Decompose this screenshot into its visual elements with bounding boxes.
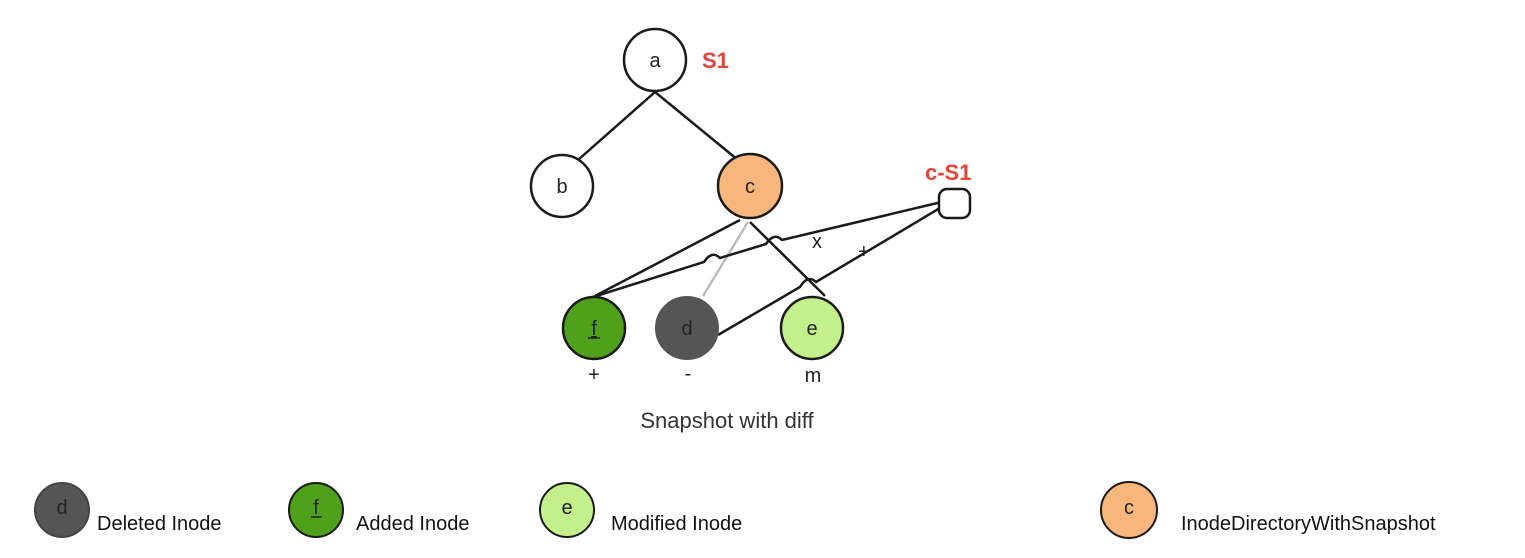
tree-edges [577,91,826,298]
diagram-caption: Snapshot with diff [640,408,814,433]
node-b: b [529,153,595,219]
node-c: c [716,152,784,220]
legend: d Deleted Inode f Added Inode e Modified… [34,481,1436,539]
node-mark-f: + [588,364,600,386]
diff-link-d [717,200,951,337]
legend-swatch-modified [539,482,595,538]
legend-label-added: Added Inode [356,513,469,535]
legend-symbol-modified: e [561,497,572,519]
legend-swatch-directory-with-snapshot [1100,481,1158,539]
node-a-label: a [649,50,661,72]
node-d-label: d [681,318,692,340]
edge-mark-added: + [858,241,870,263]
node-e-label: e [806,318,817,340]
snapshot-diff-links [589,198,951,337]
node-c-label: c [745,176,755,198]
node-f: f [561,295,627,361]
edge-c-f [594,218,741,298]
edge-c-d-removed [701,221,750,297]
legend-symbol-directory-with-snapshot: c [1124,497,1134,519]
legend-item-directory-with-snapshot: c InodeDirectoryWithSnapshot [1100,481,1436,539]
node-mark-d: - [685,363,692,385]
diff-link-f [589,198,951,300]
legend-swatch-deleted [34,482,90,538]
legend-item-added: f Added Inode [288,482,469,538]
node-mark-e: m [805,365,822,387]
legend-item-modified: e Modified Inode [539,482,742,538]
edge-mark-removed: x [812,231,822,253]
legend-label-modified: Modified Inode [611,513,742,535]
node-d: d [655,296,719,360]
legend-label-deleted: Deleted Inode [97,513,222,535]
node-a: a [622,27,688,93]
edge-a-b [577,91,656,161]
legend-symbol-deleted: d [56,497,67,519]
snapshot-node-label: c-S1 [925,160,971,185]
snapshot-node [937,187,972,220]
legend-item-deleted: d Deleted Inode [34,482,222,538]
legend-swatch-added [288,482,344,538]
legend-label-directory-with-snapshot: InodeDirectoryWithSnapshot [1181,513,1436,535]
node-b-label: b [556,176,567,198]
node-f-label: f [591,318,597,340]
node-e: e [779,295,845,361]
snapshot-root-label: S1 [702,48,729,73]
edge-a-c [654,91,739,161]
legend-symbol-added: f [313,497,319,519]
edge-c-e [749,221,826,297]
